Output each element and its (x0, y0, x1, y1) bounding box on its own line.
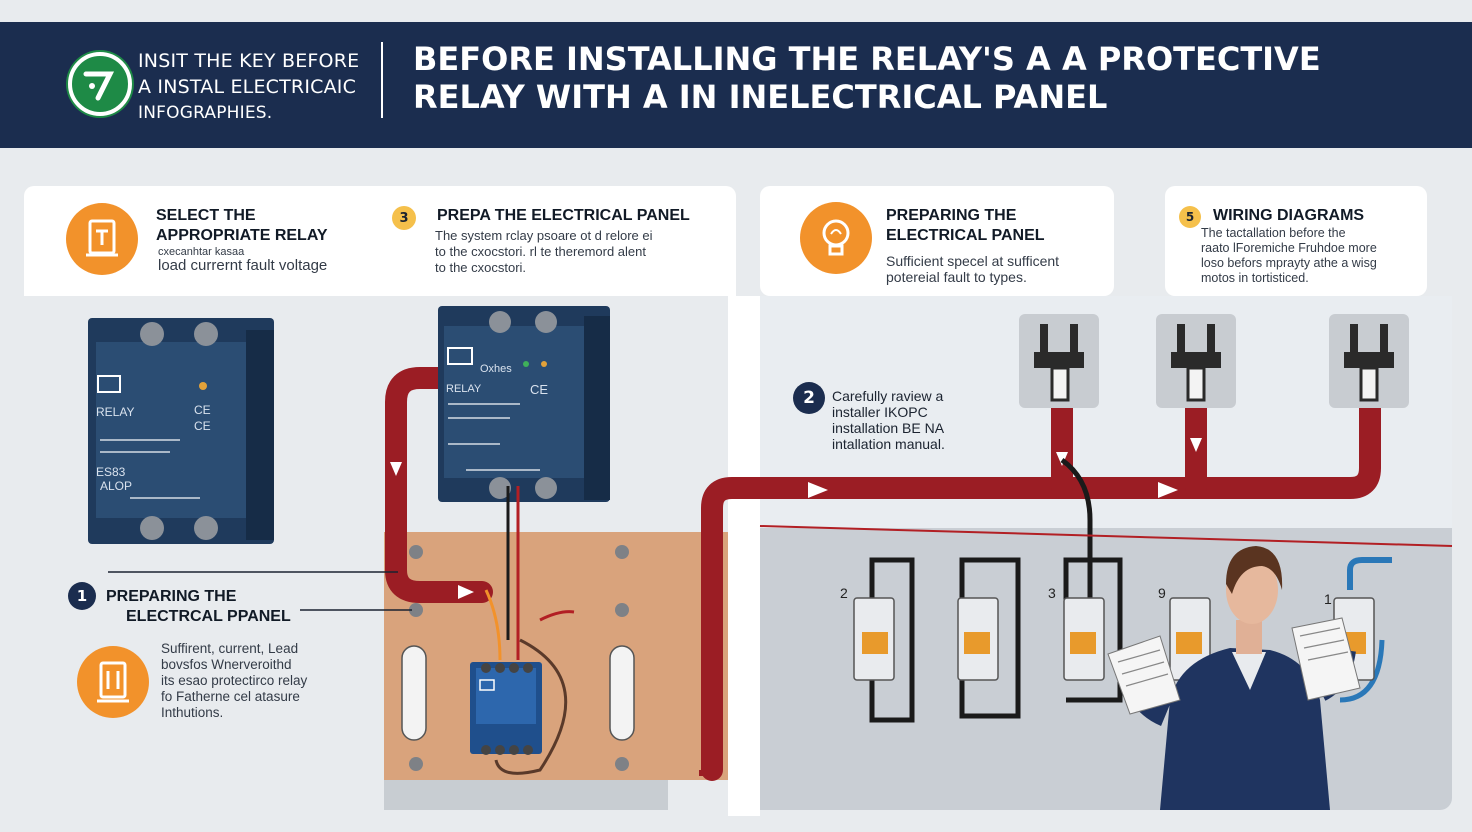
step-text-select-relay: cxecanhtar kasaa load currernt fault vol… (158, 246, 388, 274)
breaker-number: 2 (840, 585, 848, 601)
breaker-number: 9 (1158, 585, 1166, 601)
text-line: fo Fatherne cel atasure (161, 689, 300, 704)
title-line: BEFORE INSTALLING THE RELAY'S A A PROTEC… (413, 40, 1321, 78)
step-number: 1 (76, 587, 88, 605)
text-line: installation BE NA (832, 420, 945, 436)
text-line: The tactallation before the (1201, 226, 1346, 240)
pane-separator (728, 296, 760, 816)
text-line: Carefully raview a (832, 388, 944, 404)
step-number-badge: 2 (793, 382, 825, 414)
text-line: The system rclay psoare ot d relore ei (435, 228, 653, 243)
text-line: its esao protectirco relay (161, 673, 308, 688)
step-number: 3 (399, 210, 409, 226)
title-line: RELAY WITH A IN INELECTRICAL PANEL (413, 78, 1108, 116)
title-line: PREPARING THE (886, 207, 1017, 224)
technician-figure (1107, 546, 1361, 810)
title-line: ELECTRICAL PANEL (886, 227, 1045, 244)
wire-red-main (385, 367, 1381, 781)
text-line: cxecanhtar kasaa (158, 246, 245, 258)
text-line: raato lForemiche Fruhdoe more (1201, 241, 1377, 255)
title-line: PREPA THE ELECTRICAL PANEL (437, 207, 690, 224)
step-text-wiring-diagrams: The tactallation before the raato lForem… (1201, 226, 1421, 286)
title-line: WIRING DIAGRAMS (1213, 207, 1365, 224)
wire-blue (1339, 639, 1385, 703)
step-title-prepare-panel: PREPA THE ELECTRICAL PANEL (437, 206, 737, 226)
brand-line: A INSTAL ELECTRICAIC (138, 76, 357, 98)
relay-label: Oxhes (480, 363, 512, 375)
step-title-preparing-panel: PREPARING THE ELECTRICAL PANEL (886, 206, 1106, 246)
title-line: SELECT THE (156, 207, 256, 224)
step-card-right (1165, 186, 1427, 296)
step-title-wiring-diagrams: WIRING DIAGRAMS (1213, 206, 1413, 226)
relay-icon (77, 646, 149, 718)
title-line: APPROPRIATE RELAY (156, 227, 328, 244)
relay-unit-small (470, 662, 542, 755)
title-line: PREPARING THE (106, 588, 237, 605)
relay-label: RELAY (446, 383, 482, 395)
relay-label: ES83 (96, 465, 126, 479)
breaker-number: 3 (1048, 585, 1056, 601)
text-line: to the cxocstori. (435, 260, 527, 275)
step-text-review-manual: Carefully raview a installer IKOPC insta… (832, 388, 1032, 452)
step-text-prepare-panel: The system rclay psoare ot d relore ei t… (435, 228, 725, 276)
relay-label: RELAY (96, 405, 134, 419)
step-card-left (24, 186, 736, 296)
relay-icon (66, 203, 138, 275)
wire-thin-red (759, 525, 1453, 547)
logo-icon (68, 52, 132, 116)
text-line: Suffirent, current, Lead (161, 641, 299, 656)
text-line: load currernt fault voltage (158, 257, 328, 274)
ce-mark: CE (194, 419, 211, 433)
relay-unit-center: Oxhes RELAY CE (438, 306, 610, 502)
step-number: 5 (1185, 210, 1195, 224)
step-number-badge: 3 (392, 206, 416, 230)
wire-blue (1347, 557, 1392, 590)
brand-line: INSIT THE KEY BEFORE (138, 50, 360, 72)
header-divider (381, 42, 383, 118)
text-line: potereial fault to types. (886, 269, 1027, 285)
step-title-preparing-electrical: PREPARING THE ELECTRCAL PPANEL (106, 587, 326, 627)
title-line: ELECTRCAL PPANEL (126, 608, 291, 625)
lightbulb-icon (800, 202, 872, 274)
step-number-badge: 1 (68, 582, 96, 610)
text-line: to the cxocstori. rl te theremord alent (435, 244, 646, 259)
breaker-number: 1 (1324, 591, 1332, 607)
relay-label: ALOP (100, 479, 132, 493)
text-line: motos in tortisticed. (1201, 271, 1309, 285)
ce-mark: CE (530, 382, 548, 397)
step-number-badge: 5 (1179, 206, 1201, 228)
brand-text: INSIT THE KEY BEFORE A INSTAL ELECTRICAI… (138, 48, 378, 126)
text-line: intallation manual. (832, 436, 945, 452)
wire-bundle (484, 486, 575, 775)
ce-mark: CE (194, 403, 211, 417)
wire-black (869, 457, 1123, 723)
mounting-plate (384, 532, 728, 810)
step-title-select-relay: SELECT THE APPROPRIATE RELAY (156, 206, 376, 246)
brand-line: INFOGRAPHIES. (138, 103, 273, 123)
text-line: Inthutions. (161, 705, 224, 720)
text-line: installer IKOPC (832, 404, 928, 420)
text-line: loso befors mprayty athe a wisg (1201, 256, 1377, 270)
relay-unit-left: RELAY CE CE ES83 ALOP (88, 318, 274, 544)
plug-connector (1019, 314, 1409, 408)
step-number: 2 (803, 388, 815, 408)
arrow-icon (390, 438, 1202, 599)
text-line: Sufficient specel at sufficent (886, 253, 1060, 269)
text-line: bovsfos Wnerveroithd (161, 657, 292, 672)
step-text-preparing-electrical: Suffirent, current, Lead bovsfos Wnerver… (161, 641, 371, 721)
header-banner: INSIT THE KEY BEFORE A INSTAL ELECTRICAI… (0, 22, 1472, 148)
step-text-preparing-panel: Sufficient specel at sufficent potereial… (886, 253, 1106, 285)
page-title: BEFORE INSTALLING THE RELAY'S A A PROTEC… (413, 40, 1433, 116)
